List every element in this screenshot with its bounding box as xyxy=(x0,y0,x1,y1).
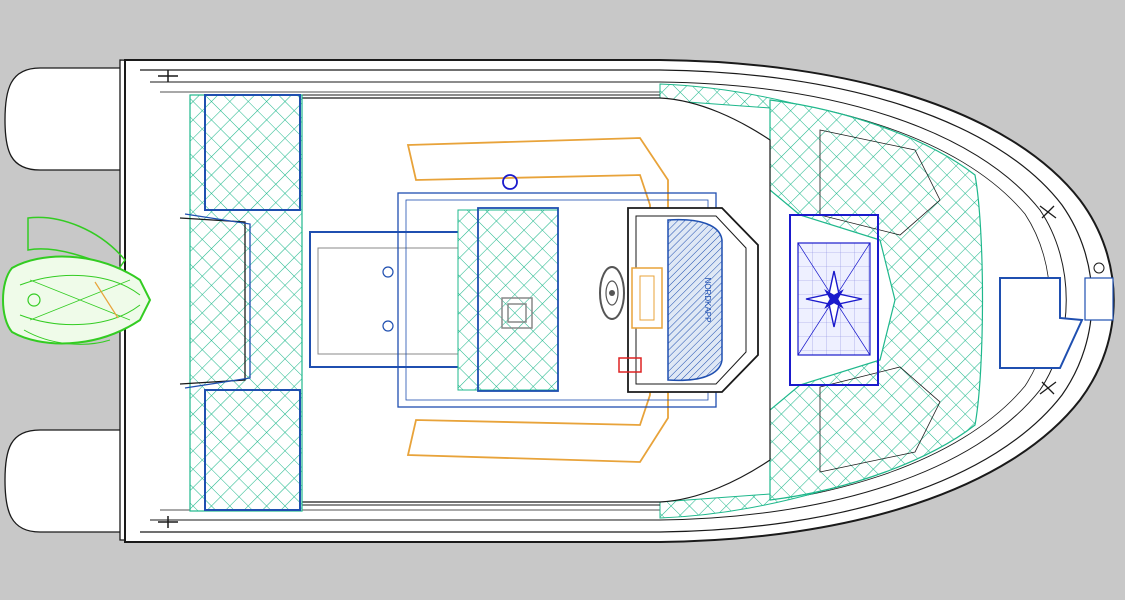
bimini-frame xyxy=(406,137,669,463)
helm-seat xyxy=(631,267,663,329)
console-mesh xyxy=(457,207,559,392)
bow-deck-mesh xyxy=(769,99,984,501)
anchor-locker xyxy=(999,262,1114,369)
cleat-icon xyxy=(1039,381,1057,395)
outboard-engine-icon xyxy=(2,216,152,345)
cleat-icon xyxy=(158,516,178,528)
windscreen-logo: NORDKAPP xyxy=(703,278,712,323)
stern-pontoon-top xyxy=(4,67,129,171)
cleat-icon xyxy=(1039,205,1057,219)
steering-wheel-icon xyxy=(599,266,625,320)
fuel-switch xyxy=(618,357,642,373)
rear-seat xyxy=(309,231,471,368)
compass-rose-icon xyxy=(805,270,863,328)
cleat-icon xyxy=(158,70,178,82)
aft-bench-mesh xyxy=(179,94,303,512)
windscreen: NORDKAPP xyxy=(667,218,723,382)
stern-pontoon-bottom xyxy=(4,429,129,533)
